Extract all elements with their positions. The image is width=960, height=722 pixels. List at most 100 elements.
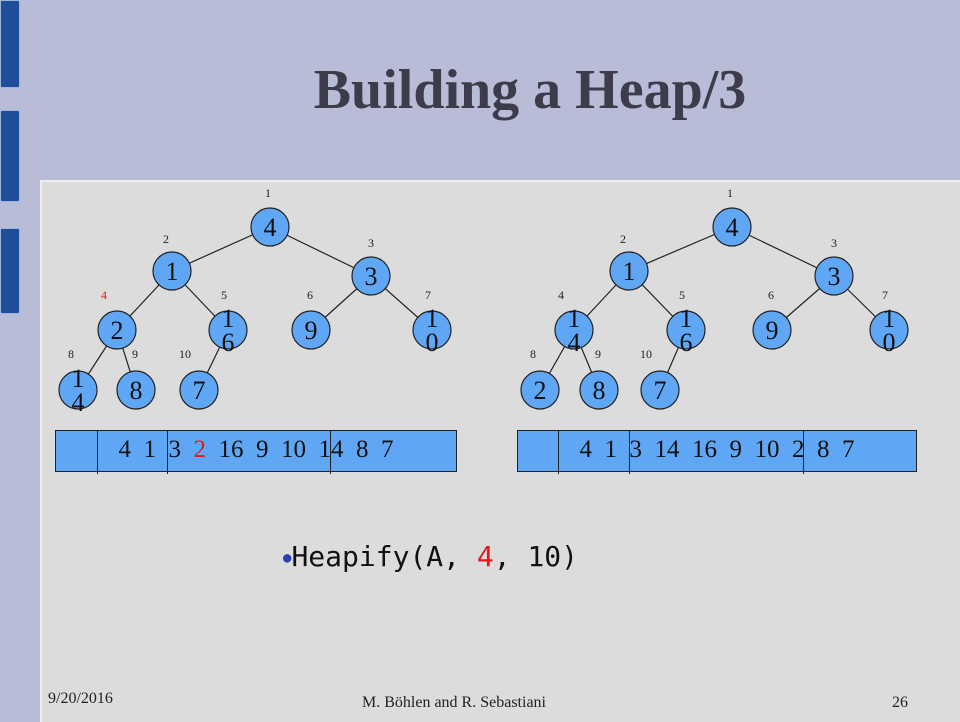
- array-values: 4 1 3 2 16 9 10 14 8 7: [56, 436, 456, 464]
- array-cell: 14: [654, 436, 680, 463]
- node-index-label: 5: [679, 288, 685, 302]
- node-index-label: 7: [425, 288, 431, 302]
- tree-node: [291, 310, 331, 350]
- tree-node: [179, 370, 219, 410]
- node-index-label: 6: [307, 288, 313, 302]
- array-cell: 1: [143, 436, 157, 463]
- node-value: 1: [222, 304, 235, 333]
- sidebar-bar: [0, 110, 20, 202]
- node-value: 1: [426, 304, 439, 333]
- array-cell: 14: [318, 436, 344, 463]
- tree-node: [579, 370, 619, 410]
- node-index-label: 2: [163, 232, 169, 246]
- node-index-label: 8: [68, 347, 74, 361]
- tree-node: [712, 207, 752, 247]
- sidebar-bar: [0, 0, 20, 88]
- heapify-call: ●Heapify(A, 4, 10): [283, 540, 578, 573]
- node-value: 9: [305, 316, 318, 345]
- node-value: 7: [654, 376, 667, 405]
- tree-node: [666, 310, 706, 350]
- node-value: 1: [883, 304, 896, 333]
- node-index-label: 7: [882, 288, 888, 302]
- node-value: 0: [426, 328, 439, 357]
- node-index-label: 3: [831, 236, 837, 250]
- tree-node: [869, 310, 909, 350]
- array-cell: 7: [842, 436, 855, 463]
- node-value: 2: [111, 316, 124, 345]
- node-value: 4: [726, 213, 739, 242]
- sidebar-bar: [0, 228, 20, 314]
- node-value: 8: [593, 376, 606, 405]
- heap-array-right: 4 1 3 14 16 9 10 2 8 7: [517, 430, 917, 474]
- node-index-label: 5: [221, 288, 227, 302]
- footer-author: M. Böhlen and R. Sebastiani: [362, 694, 546, 711]
- node-value: 9: [766, 316, 779, 345]
- node-value: 3: [365, 262, 378, 291]
- call-prefix: Heapify(A,: [291, 540, 477, 573]
- array-cell: 2: [193, 436, 207, 463]
- array-cell: 4: [579, 436, 593, 463]
- node-index-label: 6: [768, 288, 774, 302]
- node-value: 1: [568, 304, 581, 333]
- array-cell: 7: [381, 436, 394, 463]
- array-cell: 3: [168, 436, 182, 463]
- array-values: 4 1 3 14 16 9 10 2 8 7: [518, 436, 916, 464]
- array-cell: 2: [792, 436, 805, 463]
- array-cell: 3: [629, 436, 643, 463]
- node-index-label: 4: [558, 288, 564, 302]
- tree-node: [554, 310, 594, 350]
- bullet-icon: ●: [283, 550, 292, 566]
- node-index-label: 1: [727, 186, 733, 200]
- array-cell: 8: [817, 436, 830, 463]
- tree-node: [752, 310, 792, 350]
- tree-node: [814, 256, 854, 296]
- node-index-label: 4: [101, 288, 107, 302]
- tree-node: [97, 310, 137, 350]
- node-value: 1: [623, 257, 636, 286]
- node-value: 6: [222, 328, 235, 357]
- node-value: 4: [568, 328, 581, 357]
- tree-node: [640, 370, 680, 410]
- array-cell: 10: [754, 436, 780, 463]
- tree-node: [412, 310, 452, 350]
- array-cell: 9: [256, 436, 269, 463]
- tree-node: [116, 370, 156, 410]
- node-value: 6: [680, 328, 693, 357]
- node-index-label: 8: [530, 347, 536, 361]
- node-index-label: 10: [179, 347, 191, 361]
- heap-array-left: 4 1 3 2 16 9 10 14 8 7: [55, 430, 457, 474]
- array-cell: 16: [218, 436, 244, 463]
- tree-node: [520, 370, 560, 410]
- slide-title: Building a Heap/3: [313, 59, 747, 121]
- tree-node: [152, 251, 192, 291]
- array-cell: 16: [692, 436, 717, 463]
- tree-node: [58, 370, 98, 410]
- call-arg: 4: [476, 540, 494, 573]
- call-suffix: , 10): [493, 540, 579, 573]
- node-value: 8: [130, 376, 143, 405]
- footer-date: 9/20/2016: [48, 690, 113, 707]
- array-cell: 1: [604, 436, 618, 463]
- node-index-label: 9: [595, 347, 601, 361]
- node-index-label: 9: [132, 347, 138, 361]
- node-value: 4: [72, 388, 85, 417]
- node-value: 3: [828, 262, 841, 291]
- tree-node: [250, 207, 290, 247]
- node-value: 7: [193, 376, 206, 405]
- array-cell: 10: [281, 436, 306, 463]
- node-value: 1: [166, 257, 179, 286]
- node-index-label: 1: [265, 186, 271, 200]
- node-value: 1: [72, 364, 85, 393]
- node-index-label: 10: [640, 347, 652, 361]
- footer-page-number: 26: [892, 694, 908, 711]
- array-cell: 8: [356, 436, 369, 463]
- tree-node: [208, 310, 248, 350]
- node-value: 4: [264, 213, 277, 242]
- node-index-label: 2: [620, 232, 626, 246]
- array-cell: 4: [118, 436, 132, 463]
- node-value: 1: [680, 304, 693, 333]
- tree-node: [351, 256, 391, 296]
- node-value: 2: [534, 376, 547, 405]
- node-index-label: 3: [368, 236, 374, 250]
